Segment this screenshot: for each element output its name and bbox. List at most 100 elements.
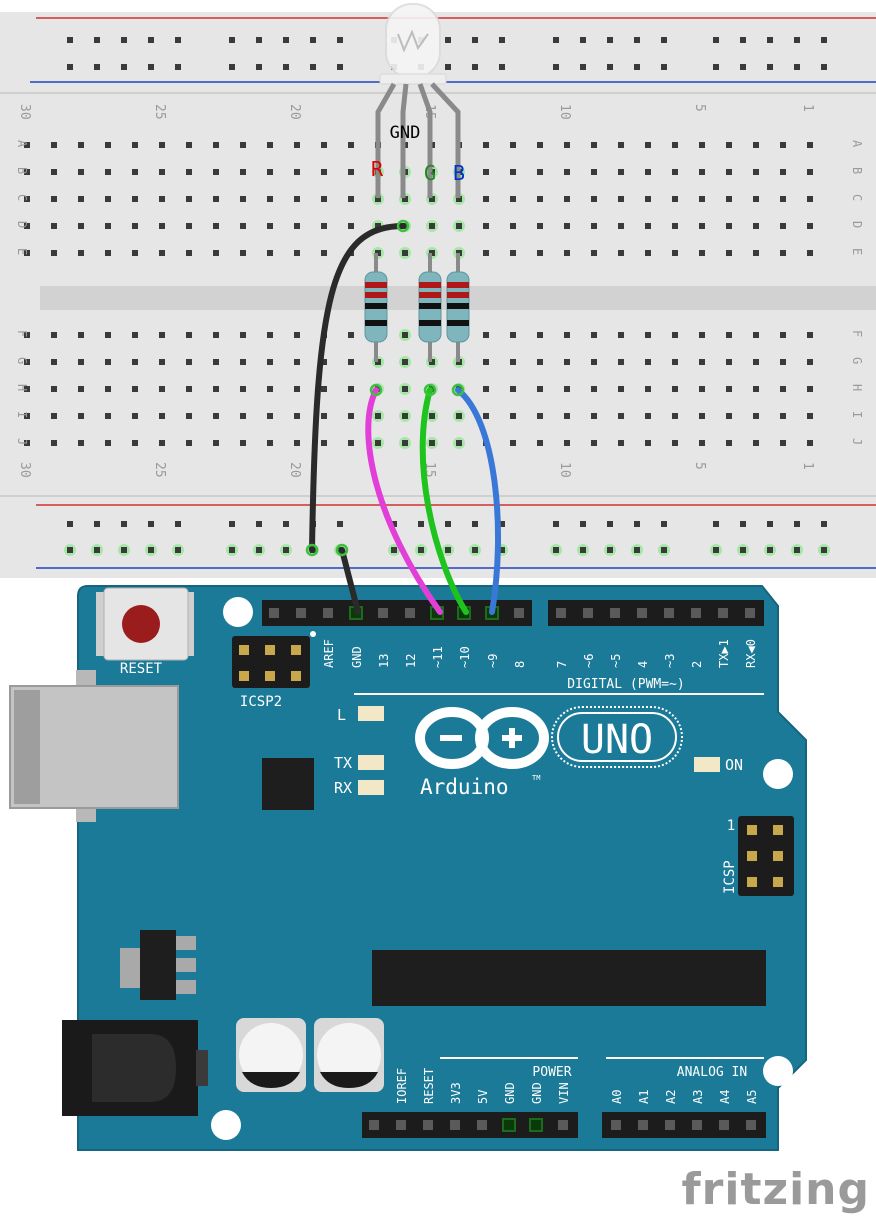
rail-hole	[175, 521, 181, 527]
breadboard-hole	[348, 413, 354, 419]
rail-hole	[67, 521, 73, 527]
analog-header	[602, 1112, 766, 1138]
wire-end	[369, 383, 383, 397]
rail-hole	[94, 521, 100, 527]
breadboard-hole	[402, 196, 408, 202]
resistor	[446, 253, 470, 362]
breadboard-hole	[483, 413, 489, 419]
row-label-left: E	[15, 248, 29, 255]
breadboard-hole	[240, 386, 246, 392]
reset-button[interactable]	[96, 587, 194, 661]
breadboard-hole	[213, 196, 219, 202]
icsp2-header	[232, 636, 310, 688]
breadboard-hole	[807, 223, 813, 229]
breadboard-hole	[24, 440, 30, 446]
digital-pin-label: 12	[404, 654, 418, 668]
breadboard-hole	[780, 196, 786, 202]
breadboard-hole	[321, 386, 327, 392]
breadboard-hole	[699, 250, 705, 256]
breadboard-hole	[348, 332, 354, 338]
pin-socket	[718, 608, 728, 618]
rail-hole	[175, 37, 181, 43]
gnd-wire[interactable]	[309, 223, 406, 553]
breadboard-hole	[564, 169, 570, 175]
breadboard-hole	[699, 413, 705, 419]
pin-socket	[664, 608, 674, 618]
rail-hole	[229, 547, 235, 553]
rail-hole	[499, 547, 505, 553]
pin-socket	[719, 1120, 729, 1130]
breadboard-hole	[132, 440, 138, 446]
breadboard-hole	[510, 196, 516, 202]
atmega-chip	[372, 950, 766, 1006]
breadboard-hole	[510, 332, 516, 338]
breadboard-hole	[159, 250, 165, 256]
breadboard-hole	[267, 169, 273, 175]
row-label-right: G	[850, 357, 864, 364]
breadboard-hole	[294, 413, 300, 419]
rail-hole	[794, 547, 800, 553]
pin-socket	[583, 608, 593, 618]
pin-socket	[514, 608, 524, 618]
breadboard-hole	[726, 386, 732, 392]
rail-hole	[121, 547, 127, 553]
red-wire[interactable]	[365, 387, 443, 615]
breadboard-hole	[186, 386, 192, 392]
breadboard-hole	[294, 386, 300, 392]
rail-hole	[445, 547, 451, 553]
gnd-jumper-wire[interactable]	[339, 547, 361, 615]
rail-hole	[634, 521, 640, 527]
rail-hole	[713, 64, 719, 70]
icsp-header	[738, 816, 794, 896]
breadboard-hole	[51, 169, 57, 175]
breadboard-hole	[159, 359, 165, 365]
breadboard-hole	[78, 332, 84, 338]
rail-hole	[553, 64, 559, 70]
breadboard-hole	[618, 413, 624, 419]
blue-wire[interactable]	[455, 387, 501, 615]
breadboard-hole	[672, 413, 678, 419]
green-wire[interactable]	[419, 387, 469, 615]
rail-hole	[94, 37, 100, 43]
pin-socket	[665, 1120, 675, 1130]
breadboard-hole	[105, 250, 111, 256]
uno-badge	[551, 706, 683, 768]
reset-label: RESET	[120, 661, 163, 677]
led-pin-label-r: R	[371, 157, 384, 181]
breadboard-hole	[483, 386, 489, 392]
breadboard-hole	[483, 250, 489, 256]
analog-pin-label: A4	[718, 1090, 732, 1104]
breadboard-hole	[591, 142, 597, 148]
breadboard-hole	[321, 196, 327, 202]
breadboard-hole	[645, 250, 651, 256]
breadboard-hole	[240, 440, 246, 446]
header-pin	[291, 645, 301, 655]
rail-hole	[256, 547, 262, 553]
rail-hole	[121, 64, 127, 70]
breadboard-hole	[402, 250, 408, 256]
column-label-bottom: 1	[800, 462, 815, 470]
mount-hole	[223, 597, 253, 627]
breadboard-hole	[483, 332, 489, 338]
breadboard-hole	[456, 223, 462, 229]
breadboard-hole	[672, 332, 678, 338]
breadboard-hole	[591, 386, 597, 392]
breadboard-hole	[105, 386, 111, 392]
breadboard-hole	[240, 142, 246, 148]
breadboard-hole	[78, 223, 84, 229]
breadboard-hole	[672, 142, 678, 148]
pin-socket	[296, 608, 306, 618]
breadboard-hole	[537, 386, 543, 392]
rail-hole	[740, 37, 746, 43]
rail-hole	[499, 37, 505, 43]
digital-pin-label: TX▶1	[717, 639, 731, 668]
tx-led	[358, 755, 384, 770]
breadboard-hole	[591, 440, 597, 446]
row-label-right: H	[850, 384, 864, 391]
on-led-label: ON	[725, 756, 743, 774]
breadboard-hole	[105, 142, 111, 148]
rail-hole	[337, 64, 343, 70]
digital-pin-label: ~5	[609, 654, 623, 668]
column-label-top: 5	[692, 104, 707, 112]
